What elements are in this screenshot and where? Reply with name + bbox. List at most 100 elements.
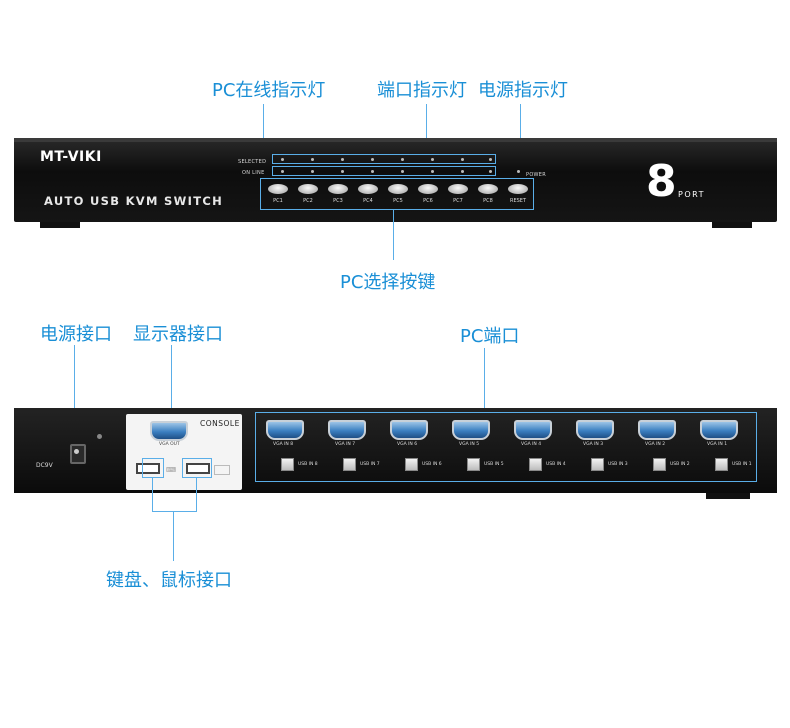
usb-in-1-label: USB IN 1 [732, 462, 752, 467]
vga-in-8-label: VGA IN 8 [273, 442, 294, 447]
usb-in-5-port[interactable] [467, 458, 480, 471]
leader-line [520, 104, 521, 162]
leader-line [74, 345, 75, 451]
selected-led [311, 158, 314, 161]
pc3-label: PC3 [333, 198, 343, 204]
leader-line [152, 511, 197, 512]
usb-in-7-port[interactable] [343, 458, 356, 471]
selected-led [281, 158, 284, 161]
vga-in-5-port[interactable] [452, 420, 490, 440]
online-led [341, 170, 344, 173]
kbd-highlight [142, 458, 164, 478]
pc5-button[interactable] [388, 184, 408, 194]
usb-in-6-port[interactable] [405, 458, 418, 471]
leader-line [484, 348, 485, 412]
vga-in-2-label: VGA IN 2 [645, 442, 666, 447]
pc8-button[interactable] [478, 184, 498, 194]
leader-line [173, 511, 174, 561]
port-count: 8 [646, 156, 677, 207]
usb-in-3-label: USB IN 3 [608, 462, 628, 467]
callout-power-led: 电源指示灯 [478, 80, 568, 101]
leader-line [393, 210, 394, 260]
rubber-foot [712, 222, 752, 228]
dc-power-jack[interactable] [70, 444, 86, 464]
vga-in-8-port[interactable] [266, 420, 304, 440]
leader-line [152, 478, 153, 512]
online-led [461, 170, 464, 173]
pc8-label: PC8 [483, 198, 493, 204]
callout-pc-online-led: PC在线指示灯 [212, 80, 326, 101]
selected-label: SELECTED [238, 159, 267, 165]
usb-in-8-port[interactable] [281, 458, 294, 471]
vga-out-port[interactable] [150, 421, 188, 441]
vga-in-7-port[interactable] [328, 420, 366, 440]
callout-power-port: 电源接口 [40, 324, 112, 345]
callout-monitor-port: 显示器接口 [133, 324, 223, 345]
pc-ports-group [255, 412, 757, 482]
power-led [517, 170, 520, 173]
selected-led [489, 158, 492, 161]
pc5-label: PC5 [393, 198, 403, 204]
brand-logo: MT-VIKI [40, 149, 102, 165]
online-led [489, 170, 492, 173]
usb-keyboard-port[interactable] [136, 463, 160, 474]
online-led [311, 170, 314, 173]
port-word: PORT [678, 190, 705, 199]
vga-out-label: VGA OUT [159, 442, 180, 447]
selected-led [431, 158, 434, 161]
rubber-foot [40, 222, 80, 228]
model-name: AUTO USB KVM SWITCH [44, 194, 224, 208]
power-label: POWER [526, 172, 547, 178]
pc6-button[interactable] [418, 184, 438, 194]
usb-in-1-port[interactable] [715, 458, 728, 471]
callout-pc-ports: PC端口 [460, 326, 520, 347]
leader-line [196, 478, 197, 512]
pc1-button[interactable] [268, 184, 288, 194]
selected-led [401, 158, 404, 161]
rubber-foot [706, 493, 750, 499]
online-led [371, 170, 374, 173]
leader-line [171, 345, 172, 421]
callout-port-led: 端口指示灯 [377, 80, 467, 101]
vga-in-4-port[interactable] [514, 420, 552, 440]
usb-in-8-label: USB IN 8 [298, 462, 318, 467]
reset-label: RESET [509, 198, 527, 204]
usb-in-4-port[interactable] [529, 458, 542, 471]
callout-pc-select-button: PC选择按键 [340, 272, 436, 293]
vga-in-3-port[interactable] [576, 420, 614, 440]
pc7-button[interactable] [448, 184, 468, 194]
usb-in-2-port[interactable] [653, 458, 666, 471]
online-led [281, 170, 284, 173]
vga-in-2-port[interactable] [638, 420, 676, 440]
selected-led [341, 158, 344, 161]
selected-led [461, 158, 464, 161]
mouse-highlight [182, 458, 212, 478]
usb-in-3-port[interactable] [591, 458, 604, 471]
vga-in-6-port[interactable] [390, 420, 428, 440]
vga-in-4-label: VGA IN 4 [521, 442, 542, 447]
selected-led [371, 158, 374, 161]
vga-in-1-label: VGA IN 1 [707, 442, 728, 447]
pc2-label: PC2 [303, 198, 313, 204]
usb-mouse-port[interactable] [186, 463, 210, 474]
vga-in-5-label: VGA IN 5 [459, 442, 480, 447]
pc2-button[interactable] [298, 184, 318, 194]
online-led [401, 170, 404, 173]
vga-in-3-label: VGA IN 3 [583, 442, 604, 447]
online-led [431, 170, 434, 173]
vga-in-7-label: VGA IN 7 [335, 442, 356, 447]
kvm-front-panel: MT-VIKI AUTO USB KVM SWITCH SELECTED ON … [14, 138, 777, 222]
pc4-button[interactable] [358, 184, 378, 194]
usb-in-5-label: USB IN 5 [484, 462, 504, 467]
screw [97, 434, 102, 439]
vga-in-1-port[interactable] [700, 420, 738, 440]
pc1-label: PC1 [273, 198, 283, 204]
pc7-label: PC7 [453, 198, 463, 204]
online-led-row [272, 166, 496, 176]
reset-button[interactable] [508, 184, 528, 194]
pc3-button[interactable] [328, 184, 348, 194]
usb-in-2-label: USB IN 2 [670, 462, 690, 467]
pc6-label: PC6 [423, 198, 433, 204]
usb-in-7-label: USB IN 7 [360, 462, 380, 467]
leader-line [426, 104, 427, 156]
